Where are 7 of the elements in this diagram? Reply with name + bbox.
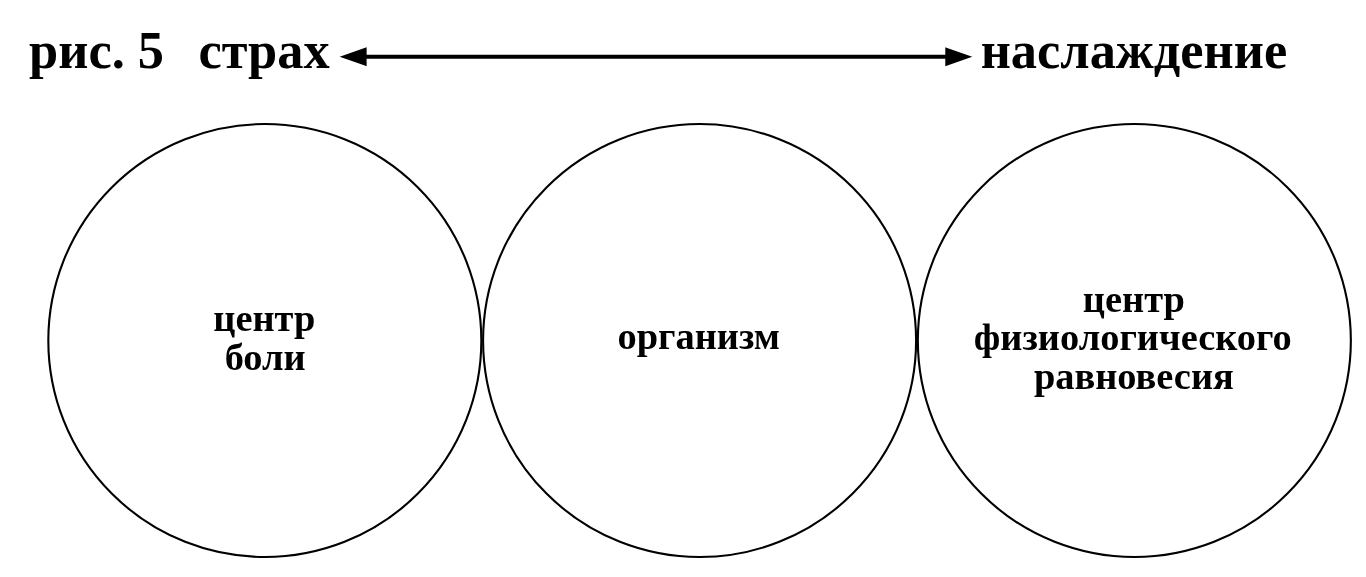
node-text: наслаждение (980, 20, 1288, 79)
node-text: страх (198, 20, 330, 79)
node-circle: организм (482, 122, 918, 558)
node-circle: центр физиологического равновесия (916, 122, 1352, 558)
label: рис. 5 (29, 20, 165, 79)
arrow (339, 46, 973, 66)
node-circle: центр боли (47, 122, 483, 558)
